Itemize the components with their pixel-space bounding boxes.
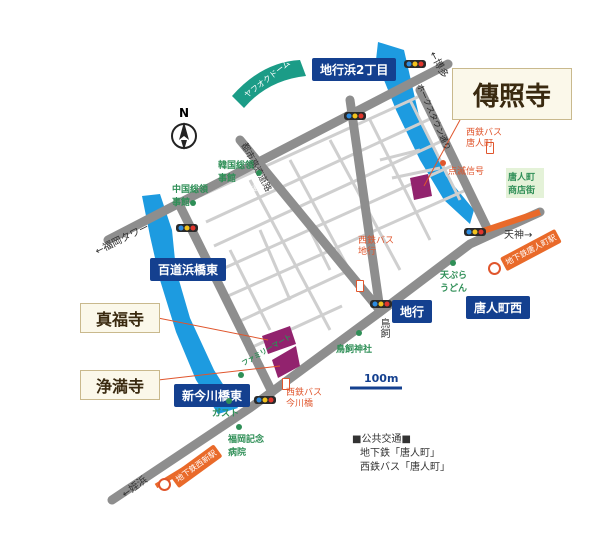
intersection-jigyohama2: 地行浜2丁目 [312, 58, 397, 81]
marker-kankoku [256, 170, 262, 176]
major-roads [103, 59, 545, 505]
direction-tenjin: 天神→ [504, 230, 533, 241]
direction-torikai: 鳥飼 [378, 318, 389, 338]
temple-label-shinpukuji: 真福寺 [80, 303, 160, 333]
intersection-jigyo: 地行 [392, 300, 433, 323]
temple-label-jomanji: 浄満寺 [80, 370, 160, 400]
transit-line1: 地下鉄「唐人町」 [360, 448, 440, 459]
road-yokatopia [103, 59, 453, 245]
traffic-lights [176, 60, 486, 404]
intersection-momochihama-higashi: 百道浜橋東 [150, 258, 227, 281]
place-gusto: ガスト [212, 409, 240, 419]
temple-lot-shinpukuji [262, 326, 296, 354]
marker-blinking-signal [440, 160, 446, 166]
bus-stop-icon-tojinmachi [486, 142, 494, 154]
leader-shinpukuji [157, 317, 269, 341]
road-jigyo-north [345, 95, 385, 315]
subway-icon-tojinmachi [488, 262, 501, 275]
bus-stop-icon-jigyo [356, 280, 364, 292]
temple-label-denshoji: 傳照寺 [452, 68, 572, 120]
place-tojin-shotengai: 唐人町商店街 [506, 168, 544, 198]
north-arrow [171, 122, 197, 150]
intersection-shin-imagawa: 新今川橋東 [174, 384, 251, 407]
transit-title: ■公共交通■ [352, 434, 411, 445]
road-inner [235, 135, 383, 313]
north-label: N [179, 106, 190, 120]
intersection-tojinmachi-nishi: 唐人町西 [466, 296, 531, 319]
place-blinking-signal: 点滅信号 [448, 167, 485, 177]
marker-tenpura [450, 260, 456, 266]
transit-line2: 西鉄バス「唐人町」 [360, 462, 450, 473]
marker-chugoku [190, 200, 196, 206]
leader-jomanji [157, 365, 281, 381]
bus-stop-tojinmachi: 西鉄バス 唐人町 [466, 128, 503, 149]
bus-stop-jigyo: 西鉄バス 地行 [358, 236, 395, 257]
marker-torikai-jinja [356, 330, 362, 336]
road-east-ring [415, 85, 493, 235]
bus-stop-icon-imagawabashi [282, 378, 290, 390]
place-tenpura-udon: 天ぷらうどん [440, 271, 468, 294]
temple-lot-jomanji [272, 346, 300, 378]
subway-icon-nishijin [158, 478, 171, 491]
marker-fukuoka-kinen [236, 424, 242, 430]
place-torikai-jinja: 鳥飼神社 [336, 345, 373, 355]
scale-label: 100m [364, 372, 399, 385]
place-kankoku-soryoji: 韓国総領事館 [218, 161, 255, 184]
place-fukuoka-kinen: 福岡記念病院 [228, 435, 265, 458]
street-grid [199, 94, 467, 352]
marker-gusto [226, 398, 232, 404]
road-meiji [107, 207, 545, 505]
bus-stop-imagawabashi: 西鉄バス 今川橋 [286, 388, 323, 409]
road-expressway [175, 201, 277, 397]
marker-sunkus [238, 372, 244, 378]
tojinmachi-arcade [479, 209, 541, 235]
leader-denshoji [423, 119, 461, 187]
waterway-west [142, 194, 238, 414]
place-chugoku-soryoji: 中国総領事館 [172, 185, 209, 208]
dome-shape [232, 60, 306, 108]
